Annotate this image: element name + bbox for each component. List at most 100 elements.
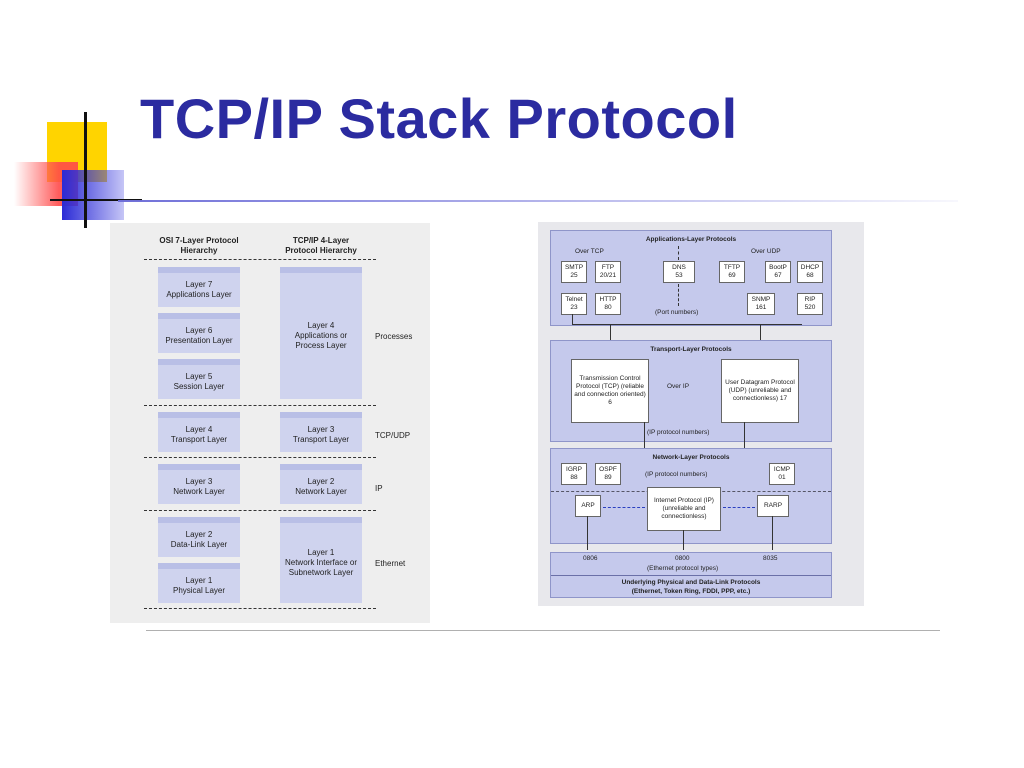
osi-layer-3: Layer 3 Network Layer	[158, 464, 240, 504]
protocol-name: TFTP	[723, 264, 741, 271]
protocol-port: 161	[755, 304, 767, 311]
layer-number: Layer 1	[185, 576, 213, 585]
protocol-port: 69	[728, 272, 736, 279]
udp-description: User Datagram Protocol (UDP) (unreliable…	[725, 379, 795, 402]
osi-layer-1: Layer 1 Physical Layer	[158, 563, 240, 603]
protocol-name: RIP	[804, 296, 816, 303]
protocol-port: 25	[570, 272, 578, 279]
tcp-description: Transmission Control Protocol (TCP) (rel…	[574, 375, 646, 406]
connector-line	[760, 324, 761, 350]
protocol-rarp: RARP	[757, 495, 789, 517]
decor-vertical-line	[84, 112, 87, 228]
protocol-stack-diagram: Applications-Layer Protocols Over TCP Ov…	[538, 222, 864, 606]
over-udp-label: Over UDP	[751, 248, 781, 255]
layer-number: Layer 7	[185, 280, 213, 289]
layer-name: Transport Layer	[292, 435, 350, 444]
layer-name: Presentation Layer	[165, 336, 233, 345]
dashed-divider	[678, 284, 679, 306]
osi-layer-5: Layer 5 Session Layer	[158, 359, 240, 399]
protocol-name: ICMP	[773, 466, 791, 473]
eth-type-ip: 0800	[675, 555, 690, 562]
decor-blue-square	[62, 170, 124, 220]
side-label-ip: IP	[375, 484, 383, 493]
tcpip-layer-4: Layer 4 Applications or Process Layer	[280, 267, 362, 399]
osi-layer-7: Layer 7 Applications Layer	[158, 267, 240, 307]
transport-layer-section: Transport-Layer Protocols Transmission C…	[550, 340, 832, 442]
ethernet-protocol-types-label: (Ethernet protocol types)	[647, 565, 719, 572]
ip-protocol-numbers-label: (IP protocol numbers)	[647, 429, 710, 436]
arrow-arp-ip	[603, 507, 645, 508]
layer-number: Layer 5	[185, 372, 213, 381]
protocol-port: 520	[804, 304, 816, 311]
protocol-name: RARP	[763, 502, 783, 509]
section-title: Applications-Layer Protocols	[645, 236, 737, 243]
title-divider	[118, 200, 958, 202]
section-title: Transport-Layer Protocols	[650, 346, 732, 353]
eth-type-arp: 0806	[583, 555, 598, 562]
side-label-processes: Processes	[375, 332, 413, 341]
layer-name: Network Layer	[173, 487, 225, 496]
layer-number: Layer 1	[307, 548, 335, 557]
protocol-name: OSPF	[599, 466, 617, 473]
protocol-name: IGRP	[566, 466, 582, 473]
tcp-box: Transmission Control Protocol (TCP) (rel…	[571, 359, 649, 423]
side-label-ethernet: Ethernet	[375, 559, 406, 568]
decor-horizontal-line	[50, 199, 142, 201]
layer-name: Network Layer	[295, 487, 347, 496]
protocol-name: DHCP	[800, 264, 820, 271]
tcpip-layer-1: Layer 1 Network Interface or Subnetwork …	[280, 517, 362, 603]
tcpip-header: TCP/IP 4-Layer Protocol Hierarchy	[285, 236, 357, 255]
osi-vs-tcpip-diagram: OSI 7-Layer Protocol Hierarchy TCP/IP 4-…	[110, 223, 430, 623]
layer-name: Applications or Process Layer	[294, 331, 348, 350]
protocol-number: 88	[570, 474, 578, 481]
osi-layer-2: Layer 2 Data-Link Layer	[158, 517, 240, 557]
slide-title: TCP/IP Stack Protocol	[140, 87, 738, 150]
layer-name: Applications Layer	[166, 290, 232, 299]
protocol-name: HTTP	[599, 296, 617, 303]
ip-protocol-numbers-label-2: (IP protocol numbers)	[645, 471, 708, 478]
section-title: Network-Layer Protocols	[652, 454, 730, 461]
protocol-number: 89	[604, 474, 612, 481]
protocol-port: 68	[806, 272, 814, 279]
protocol-port: 80	[604, 304, 612, 311]
divider-dashed	[144, 405, 376, 406]
connector-line	[683, 530, 684, 550]
layer-number: Layer 6	[185, 326, 213, 335]
eth-type-rarp: 8035	[763, 555, 778, 562]
connector-line	[772, 516, 773, 550]
connector-line	[587, 516, 588, 550]
protocol-port: 20/21	[599, 272, 617, 279]
osi-layer-6: Layer 6 Presentation Layer	[158, 313, 240, 353]
protocol-name: SMTP	[564, 264, 584, 271]
physical-layer-section: 0806 0800 8035 (Ethernet protocol types)…	[550, 552, 832, 598]
layer-name: Physical Layer	[172, 586, 226, 595]
tcpip-layer-2: Layer 2 Network Layer	[280, 464, 362, 504]
physical-title: Underlying Physical and Data-Link Protoc…	[621, 579, 761, 586]
layer-number: Layer 3	[307, 425, 335, 434]
dashed-divider	[678, 246, 679, 260]
layer-number: Layer 4	[185, 425, 213, 434]
protocol-name: DNS	[672, 264, 686, 271]
over-tcp-label: Over TCP	[575, 248, 604, 255]
layer-number: Layer 4	[307, 321, 335, 330]
layer-name: Data-Link Layer	[170, 540, 228, 549]
arrow-ip-rarp	[723, 507, 755, 508]
internet-protocol-box: Internet Protocol (IP) (unreliable and c…	[647, 487, 721, 531]
connector-line	[572, 324, 802, 325]
protocol-arp: ARP	[575, 495, 601, 517]
tcpip-layer-3: Layer 3 Transport Layer	[280, 412, 362, 452]
divider-dashed	[144, 259, 376, 260]
connector-line	[572, 314, 573, 324]
protocol-port: 53	[675, 272, 683, 279]
applications-layer-section: Applications-Layer Protocols Over TCP Ov…	[550, 230, 832, 326]
divider-line	[551, 575, 831, 576]
